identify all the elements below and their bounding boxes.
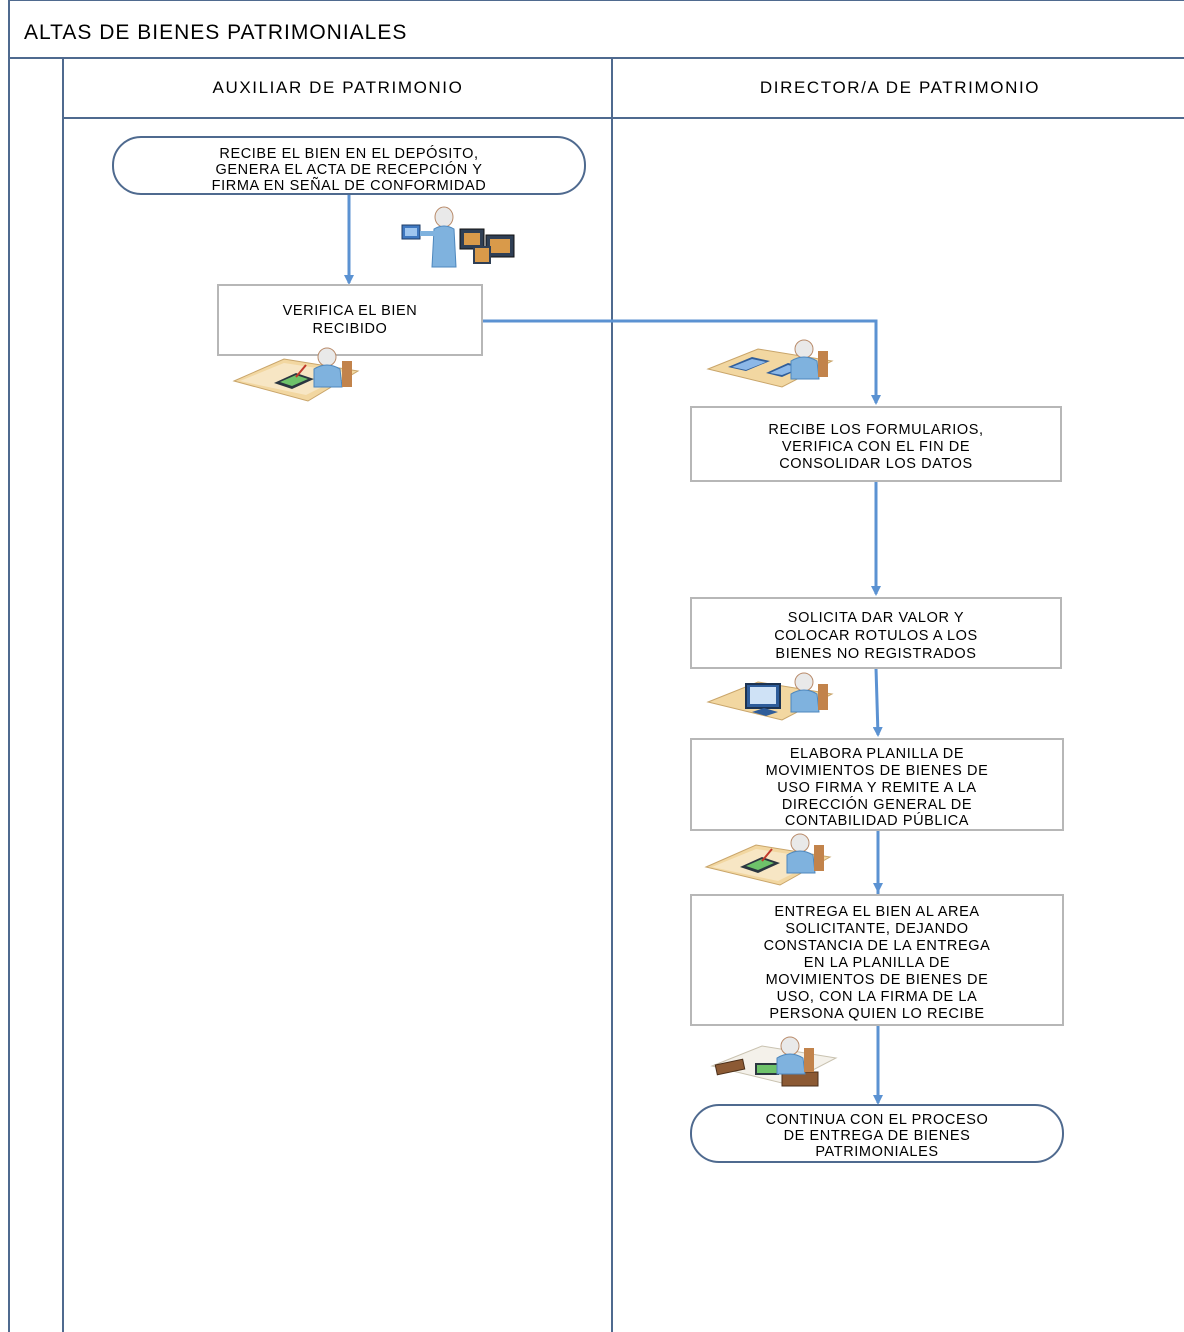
- node-verify: VERIFICA EL BIEN RECIBIDO: [217, 284, 483, 356]
- worker-with-boxes-icon: [401, 206, 515, 268]
- node-receive-line-1: RECIBE LOS FORMULARIOS,: [768, 422, 983, 438]
- node-deliver-line-3: CONSTANCIA DE LA ENTREGA: [764, 938, 991, 954]
- node-request-line-1: SOLICITA DAR VALOR Y: [788, 610, 964, 626]
- node-verify-line-2: RECIBIDO: [313, 321, 388, 337]
- node-start: RECIBE EL BIEN EN EL DEPÓSITO, GENERA EL…: [112, 136, 586, 195]
- node-prepare-line-4: DIRECCIÓN GENERAL DE: [782, 796, 972, 813]
- node-prepare-sheet: ELABORA PLANILLA DE MOVIMIENTOS DE BIENE…: [690, 738, 1064, 831]
- node-request-line-3: BIENES NO REGISTRADOS: [775, 646, 976, 662]
- node-request-value: SOLICITA DAR VALOR Y COLOCAR ROTULOS A L…: [690, 597, 1062, 669]
- node-receive-line-3: CONSOLIDAR LOS DATOS: [779, 456, 973, 472]
- node-start-line-3: FIRMA EN SEÑAL DE CONFORMIDAD: [212, 177, 487, 194]
- node-deliver-line-5: MOVIMIENTOS DE BIENES DE: [766, 972, 989, 988]
- lane-header-director: DIRECTOR/A DE PATRIMONIO: [760, 78, 1040, 97]
- edge-request-prepare: [872, 667, 883, 737]
- connectors: [344, 195, 883, 1105]
- person-at-desk-documents-icon: [706, 339, 834, 388]
- node-prepare-line-5: CONTABILIDAD PÚBLICA: [785, 812, 969, 829]
- node-end-line-1: CONTINUA CON EL PROCESO: [766, 1112, 989, 1128]
- node-end-line-2: DE ENTREGA DE BIENES: [784, 1128, 971, 1144]
- node-deliver-line-2: SOLICITANTE, DEJANDO: [785, 921, 968, 937]
- node-prepare-line-1: ELABORA PLANILLA DE: [790, 746, 964, 762]
- node-deliver-line-4: EN LA PLANILLA DE: [804, 955, 950, 971]
- person-at-desk-signing-icon: [232, 347, 360, 402]
- person-at-computer-icon: [706, 672, 834, 721]
- node-prepare-line-3: USO FIRMA Y REMITE A LA: [777, 780, 976, 796]
- node-end: CONTINUA CON EL PROCESO DE ENTREGA DE BI…: [690, 1104, 1064, 1163]
- lane-header-auxiliar: AUXILIAR DE PATRIMONIO: [213, 78, 464, 97]
- person-at-desk-signing-icon: [704, 833, 832, 886]
- node-end-line-3: PATRIMONIALES: [815, 1144, 938, 1160]
- node-deliver: ENTREGA EL BIEN AL AREA SOLICITANTE, DEJ…: [690, 894, 1064, 1026]
- person-at-desk-handover-icon: [710, 1036, 838, 1087]
- edge-verify-receive: [482, 319, 881, 405]
- node-deliver-line-7: PERSONA QUIEN LO RECIBE: [769, 1006, 984, 1022]
- node-start-line-2: GENERA EL ACTA DE RECEPCIÓN Y: [216, 161, 483, 178]
- node-verify-line-1: VERIFICA EL BIEN: [283, 303, 418, 319]
- node-prepare-line-2: MOVIMIENTOS DE BIENES DE: [766, 763, 989, 779]
- node-start-line-1: RECIBE EL BIEN EN EL DEPÓSITO,: [219, 145, 478, 162]
- node-receive-line-2: VERIFICA CON EL FIN DE: [782, 439, 970, 455]
- node-deliver-line-6: USO, CON LA FIRMA DE LA: [777, 989, 978, 1005]
- diagram-title: ALTAS DE BIENES PATRIMONIALES: [24, 21, 407, 44]
- swimlane-frame: [8, 0, 1184, 1332]
- node-request-line-2: COLOCAR ROTULOS A LOS: [774, 628, 978, 644]
- node-receive-forms: RECIBE LOS FORMULARIOS, VERIFICA CON EL …: [690, 406, 1062, 482]
- node-deliver-line-1: ENTREGA EL BIEN AL AREA: [774, 904, 979, 920]
